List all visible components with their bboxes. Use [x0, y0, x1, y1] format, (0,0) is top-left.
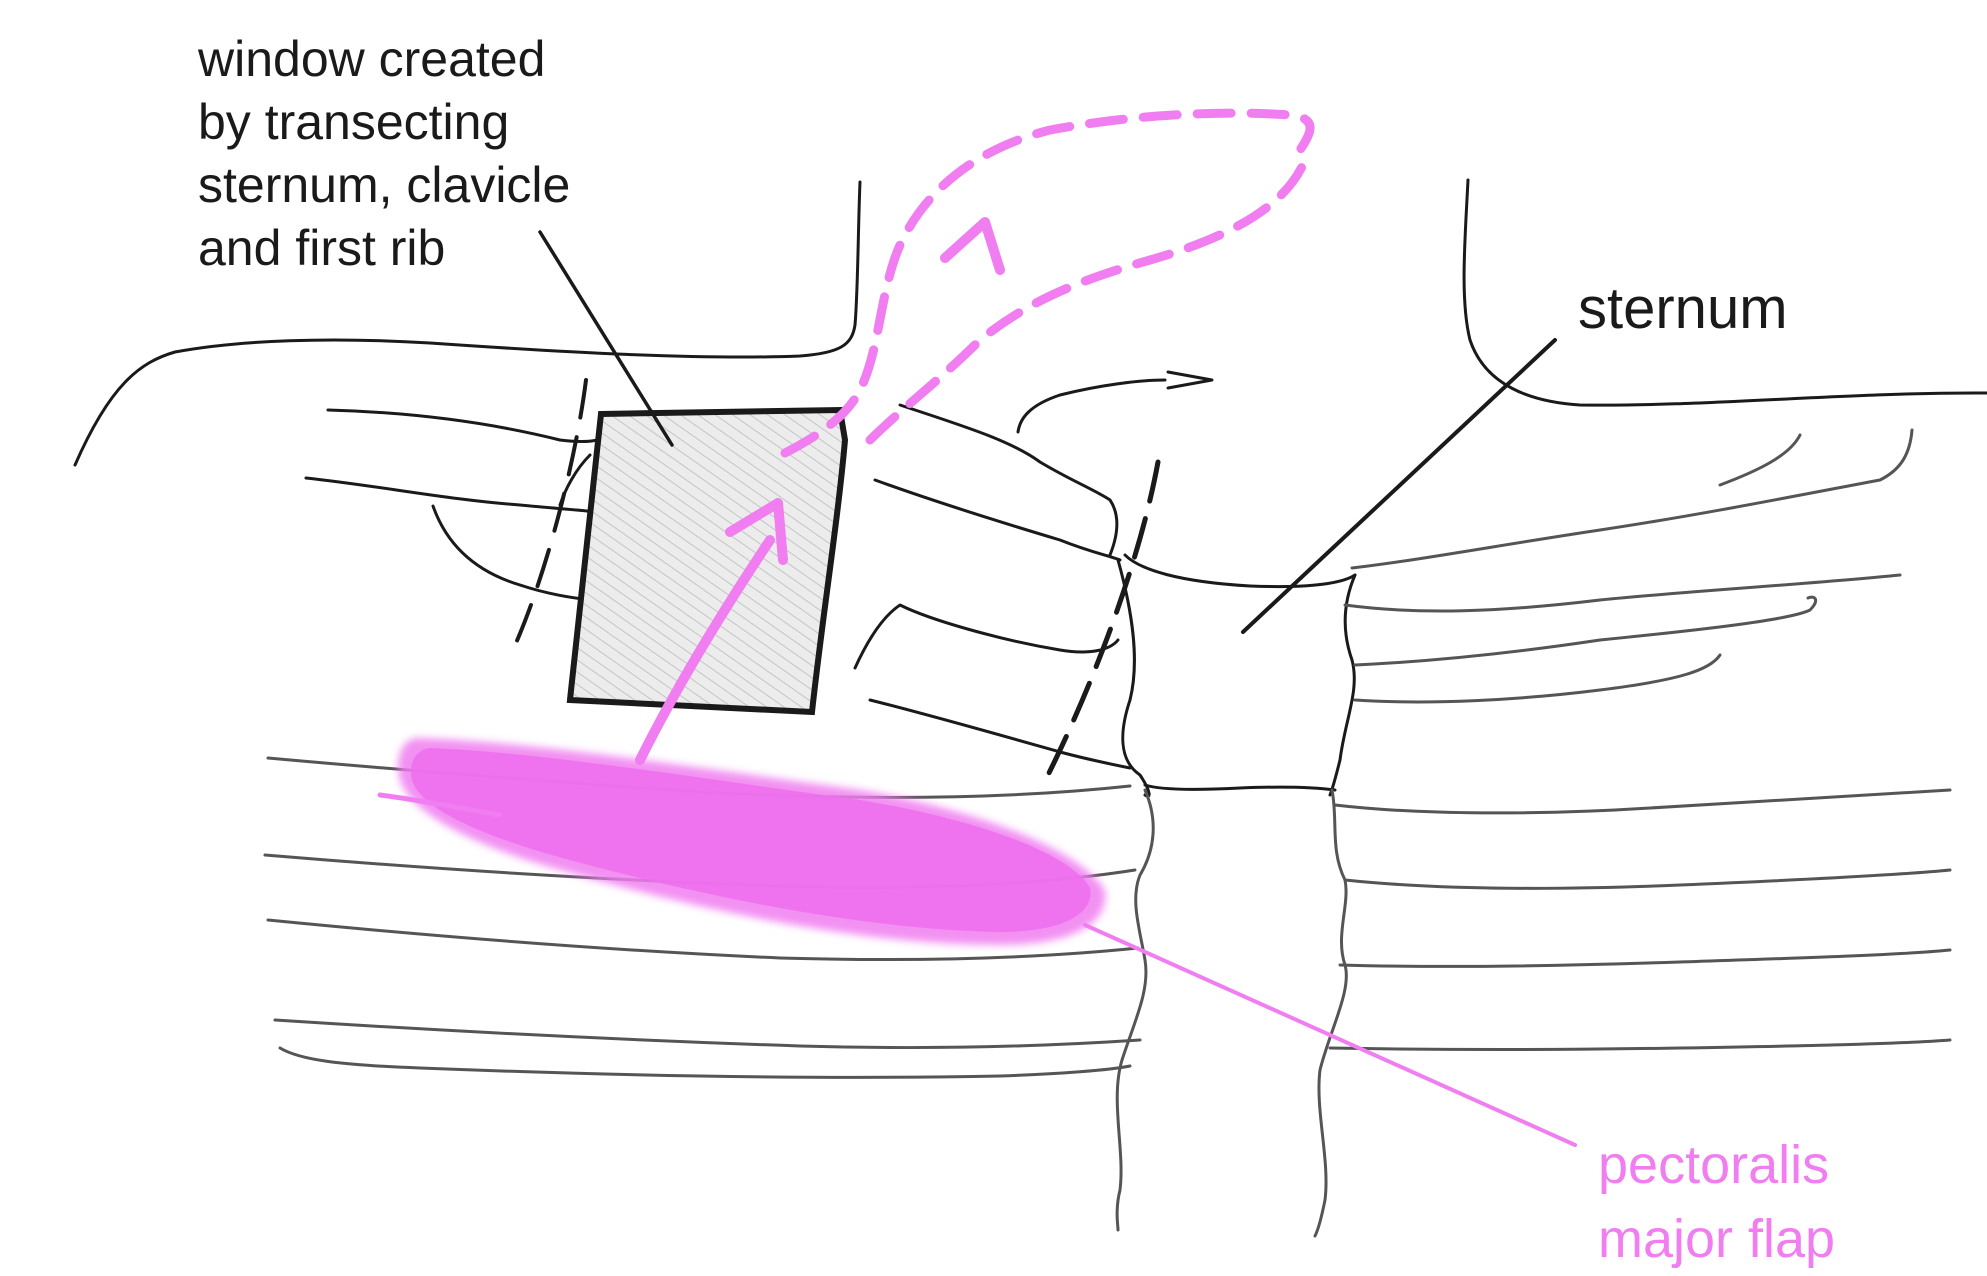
- rib-right-5: [1345, 870, 1950, 888]
- sternum-body-right: [1315, 790, 1346, 1236]
- first-rib-left: [433, 506, 590, 600]
- rib-right-2: [1345, 575, 1900, 611]
- sternal-angle: [1145, 785, 1335, 790]
- rib-mid-2: [875, 480, 1120, 560]
- rib-mid-4: [870, 700, 1130, 768]
- transection-right: [1048, 462, 1158, 775]
- rib-right-2b: [1355, 597, 1816, 665]
- rib-left-6: [280, 1048, 1130, 1077]
- flap-arrowhead-upper: [945, 222, 1000, 270]
- rib-mid-1: [900, 405, 1117, 555]
- window-annotation-line-4: and first rib: [198, 217, 570, 280]
- transection-window: [570, 410, 845, 712]
- flap-annotation: pectoralis major flap: [1598, 1128, 1835, 1276]
- rib-right-6: [1340, 950, 1950, 966]
- transection-left: [512, 380, 586, 652]
- flap-annotation-line-1: pectoralis: [1598, 1128, 1835, 1202]
- flap-leader-line: [1085, 925, 1575, 1145]
- clavicle-left-upper: [328, 410, 597, 442]
- sternum-right-border: [1330, 575, 1355, 795]
- sternum-body-left: [1117, 790, 1153, 1230]
- clavicle-left-lower: [306, 478, 597, 512]
- rib-right-7: [1330, 1040, 1950, 1050]
- flap-dashed-path-right: [870, 160, 1305, 440]
- rib-mid-3: [855, 605, 1118, 668]
- window-annotation: window created by transecting sternum, c…: [198, 28, 570, 280]
- window-annotation-line-2: by transecting: [198, 91, 570, 154]
- window-annotation-line-3: sternum, clavicle: [198, 154, 570, 217]
- rib-mid-top: [1018, 380, 1165, 432]
- sternum-annotation: sternum: [1578, 275, 1788, 342]
- flap-dashed-path-left: [785, 113, 1310, 453]
- rib-right-4: [1335, 790, 1950, 813]
- sternum-leader-line: [1243, 340, 1555, 632]
- rib-right-1b: [1720, 435, 1800, 485]
- rib-left-5: [275, 1020, 1140, 1048]
- window-annotation-line-1: window created: [198, 28, 570, 91]
- clavicle-arrow: [1168, 372, 1212, 388]
